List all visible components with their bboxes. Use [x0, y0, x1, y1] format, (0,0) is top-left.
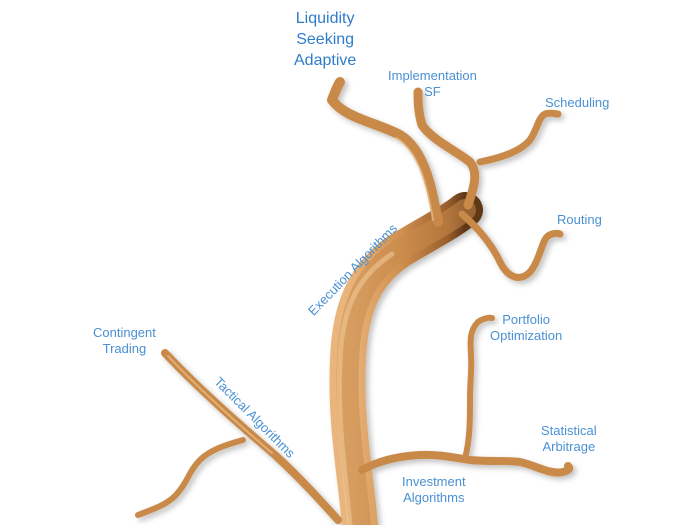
leaf-implementation-sf: Implementation SF — [388, 68, 477, 100]
leaf-statistical-arbitrage: Statistical Arbitrage — [541, 423, 597, 455]
label-line: Liquidity — [295, 10, 355, 27]
label-line: Investment — [402, 474, 466, 489]
leaf-liquidity-seeking-adaptive: Liquidity Seeking Adaptive — [294, 8, 356, 71]
branch-scheduling — [476, 109, 562, 166]
branch-portfolio — [462, 314, 495, 461]
label-line: Optimization — [490, 328, 563, 343]
branch-liquidity — [327, 77, 443, 227]
label-line: Adaptive — [294, 52, 357, 69]
label-line: SF — [424, 84, 441, 99]
label-line: Routing — [557, 212, 602, 227]
branch-routing — [458, 210, 564, 281]
leaf-scheduling: Scheduling — [545, 95, 609, 111]
label-line: Arbitrage — [542, 439, 596, 454]
branch-tactical-sub — [135, 437, 246, 518]
label-line: Seeking — [296, 31, 355, 48]
branch-implementation — [413, 87, 480, 210]
label-line: Implementation — [388, 68, 477, 83]
label-line: Statistical — [541, 423, 597, 438]
leaf-routing: Routing — [557, 212, 602, 228]
label-line: Trading — [102, 341, 147, 356]
branch-label-investment-algorithms: Investment Algorithms — [402, 474, 466, 506]
branch-investment — [358, 450, 574, 477]
leaf-contingent-trading: Contingent Trading — [93, 325, 156, 357]
label-line: Algorithms — [403, 490, 465, 505]
leaf-portfolio-optimization: Portfolio Optimization — [490, 312, 562, 344]
label-line: Contingent — [93, 325, 156, 340]
label-line: Portfolio — [502, 312, 550, 327]
label-line: Scheduling — [545, 95, 610, 110]
